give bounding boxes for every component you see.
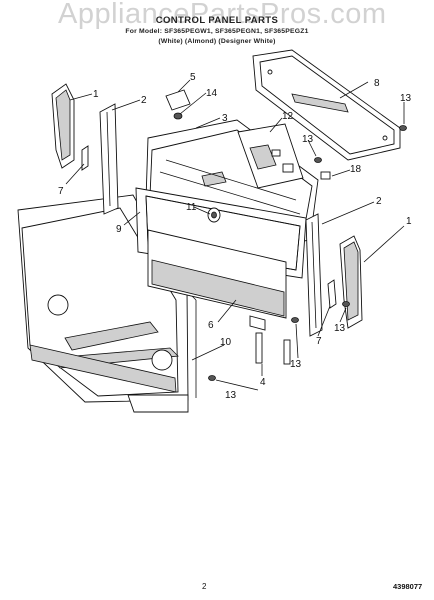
callout-7-left: 7 xyxy=(58,186,64,197)
spacer-part-4a xyxy=(255,332,263,364)
callout-2-right: 2 xyxy=(376,196,382,207)
clip-part-7b xyxy=(327,279,337,309)
clip-part-7a xyxy=(81,145,89,171)
knob-part xyxy=(207,207,221,223)
callout-8: 8 xyxy=(374,78,380,89)
side-panel-part xyxy=(17,194,197,413)
color-list: (White) (Almond) (Designer White) xyxy=(158,38,276,45)
callout-13a: 13 xyxy=(400,93,412,104)
screw-part-13c xyxy=(291,317,299,323)
window-lens-part xyxy=(147,229,287,331)
callout-14: 14 xyxy=(206,88,218,99)
callout-2-left: 2 xyxy=(141,95,147,106)
callout-1-left: 1 xyxy=(93,89,99,100)
screw-part-13a xyxy=(399,125,407,131)
callout-18: 18 xyxy=(350,164,362,175)
callout-12: 12 xyxy=(282,111,294,122)
document-number: 4398077 xyxy=(393,582,423,591)
clip-part-18 xyxy=(320,171,331,180)
watermark: AppliancePartsPros.com xyxy=(58,0,387,30)
screw-part-14 xyxy=(173,112,183,120)
callout-6: 6 xyxy=(208,320,214,331)
leader-lines xyxy=(65,79,405,391)
callout-4: 4 xyxy=(260,377,266,388)
spacer-part-4b xyxy=(283,339,291,365)
callout-13e: 13 xyxy=(225,390,237,401)
callout-7-right: 7 xyxy=(316,336,322,347)
clip-part-5 xyxy=(165,89,191,111)
callout-labels: 1 1 2 2 3 4 5 6 7 7 8 9 10 11 12 13 13 1… xyxy=(58,72,412,401)
screw-part-13e xyxy=(208,375,216,381)
screw-part-13d xyxy=(342,301,350,307)
page-title: CONTROL PANEL PARTS xyxy=(155,15,279,26)
end-cap-left-part xyxy=(51,83,75,169)
hardware-parts xyxy=(81,89,407,381)
page-number: 2 xyxy=(202,582,207,591)
bracket-right-part xyxy=(305,213,323,337)
callout-3: 3 xyxy=(222,113,228,124)
bracket-left-part xyxy=(99,103,119,215)
callout-11: 11 xyxy=(186,202,197,213)
overlay-board-part xyxy=(237,123,304,189)
callout-10: 10 xyxy=(220,337,232,348)
model-list: For Model: SF365PEGW1, SF365PEGN1, SF365… xyxy=(125,28,309,35)
callout-13b: 13 xyxy=(302,134,314,145)
callout-13c: 13 xyxy=(334,323,346,334)
callout-1-right: 1 xyxy=(406,216,412,227)
callout-9: 9 xyxy=(116,224,122,235)
callout-5: 5 xyxy=(190,72,196,83)
screw-part-13b xyxy=(314,157,322,163)
callout-13d: 13 xyxy=(290,359,302,370)
back-guard-part xyxy=(252,49,401,161)
